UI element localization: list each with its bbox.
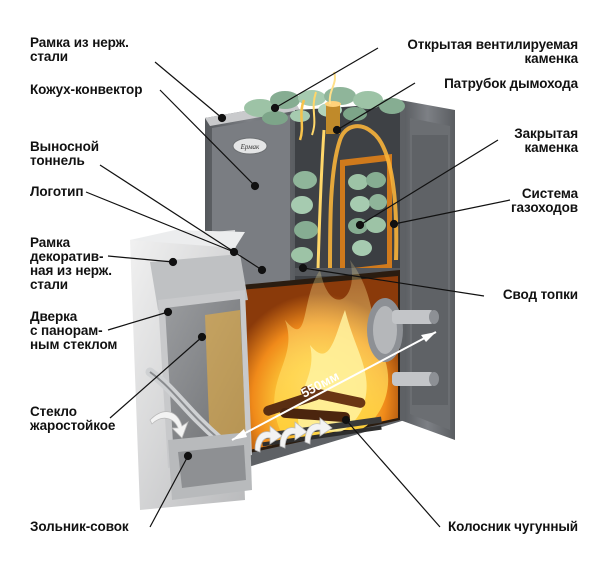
door bbox=[145, 290, 252, 468]
label-chimney-pipe: Патрубок дымохода bbox=[444, 76, 578, 91]
label-open-heater: Открытая вентилируемая каменка bbox=[407, 37, 578, 66]
label-tunnel: Выносной тоннель bbox=[30, 139, 99, 168]
label-glass: Стекло жаростойкое bbox=[30, 404, 116, 433]
label-frame-decor: Рамка декоратив- ная из нерж. стали bbox=[30, 235, 112, 292]
gas-duct-flow bbox=[328, 124, 399, 271]
heater-cutaway bbox=[244, 71, 405, 290]
label-gas-system: Система газоходов bbox=[510, 186, 578, 215]
right-side-panel bbox=[400, 100, 455, 440]
chimney-pipe bbox=[325, 71, 341, 134]
label-casing-convector: Кожух-конвектор bbox=[30, 82, 143, 97]
label-ash-pan: Зольник-совок bbox=[30, 519, 129, 534]
front-frame bbox=[130, 230, 252, 510]
closed-heater-box bbox=[340, 154, 392, 276]
firebox-vault bbox=[295, 268, 400, 276]
brand-logo: Ермак bbox=[232, 137, 268, 155]
firebox bbox=[240, 260, 400, 455]
open-heater-stones bbox=[244, 87, 405, 125]
side-pipes bbox=[367, 298, 439, 386]
air-inflow-arrows bbox=[149, 411, 333, 453]
ash-pan bbox=[168, 432, 252, 500]
leader-lines bbox=[85, 47, 511, 528]
label-door: Дверка с панорам- ным стеклом bbox=[30, 309, 118, 352]
label-closed-heater: Закрытая каменка bbox=[514, 126, 578, 155]
label-firebox-vault: Свод топки bbox=[502, 287, 578, 302]
label-grate: Колосник чугунный bbox=[448, 519, 578, 534]
label-logo: Логотип bbox=[30, 184, 84, 199]
label-frame-steel: Рамка из нерж. стали bbox=[30, 35, 129, 64]
side-stones bbox=[291, 171, 318, 263]
svg-text:Ермак: Ермак bbox=[240, 143, 260, 151]
